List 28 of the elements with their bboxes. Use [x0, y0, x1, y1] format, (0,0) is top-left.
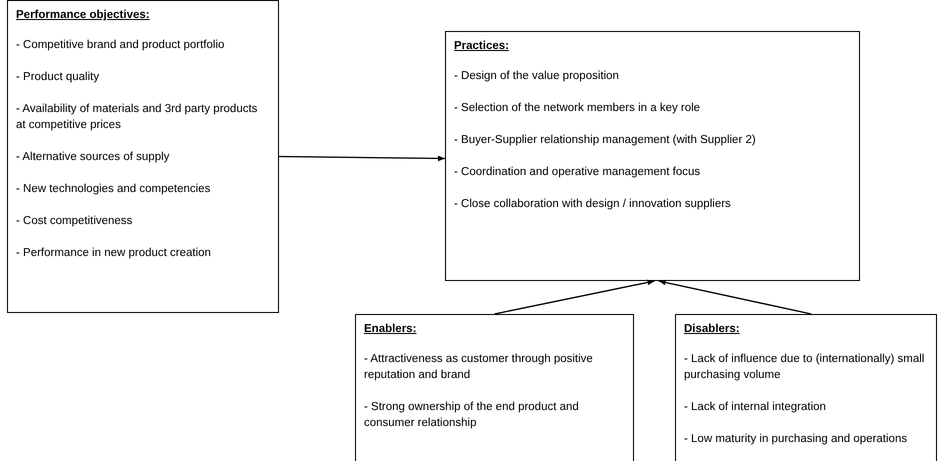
bullet-item: - Design of the value proposition: [454, 69, 620, 84]
text-box: [445, 31, 860, 281]
bullet-item: - Attractiveness as customer through positive reputation and brand: [364, 352, 594, 383]
arrow: [279, 156, 445, 162]
arrow: [494, 280, 655, 315]
box-heading: Disablers:: [684, 322, 741, 337]
bullet-item: - Competitive brand and product portfolio: [16, 38, 226, 53]
box-heading: Practices:: [454, 39, 510, 54]
box-heading: Performance objectives:: [16, 8, 151, 23]
text-box: [675, 314, 937, 461]
arrow: [658, 280, 812, 315]
bullet-item: - Strong ownership of the end product and consumer relationship: [364, 400, 580, 431]
text-box: [355, 314, 634, 461]
bullet-item: - New technologies and competencies: [16, 182, 212, 197]
bullet-item: - Cost competitiveness: [16, 214, 134, 229]
bullet-item: - Low maturity in purchasing and operations: [684, 432, 908, 447]
bullet-item: - Lack of influence due to (internationally) small purchasing volume: [684, 352, 926, 383]
bullet-item: - Coordination and operative management focus: [454, 165, 702, 180]
bullet-item: - Performance in new product creation: [16, 246, 212, 261]
bullet-item: - Buyer-Supplier relationship management (with Supplier 2): [454, 133, 757, 148]
bullet-item: - Close collaboration with design / innovation suppliers: [454, 197, 732, 212]
bullet-item: - Lack of internal integration: [684, 400, 827, 415]
bullet-item: - Product quality: [16, 70, 100, 85]
bullet-item: - Selection of the network members in a key role: [454, 101, 702, 116]
bullet-item: - Availability of materials and 3rd party products at competitive prices: [16, 102, 258, 133]
bullet-item: - Alternative sources of supply: [16, 150, 170, 165]
box-heading: Enablers:: [364, 322, 418, 337]
text-box: [7, 0, 279, 313]
